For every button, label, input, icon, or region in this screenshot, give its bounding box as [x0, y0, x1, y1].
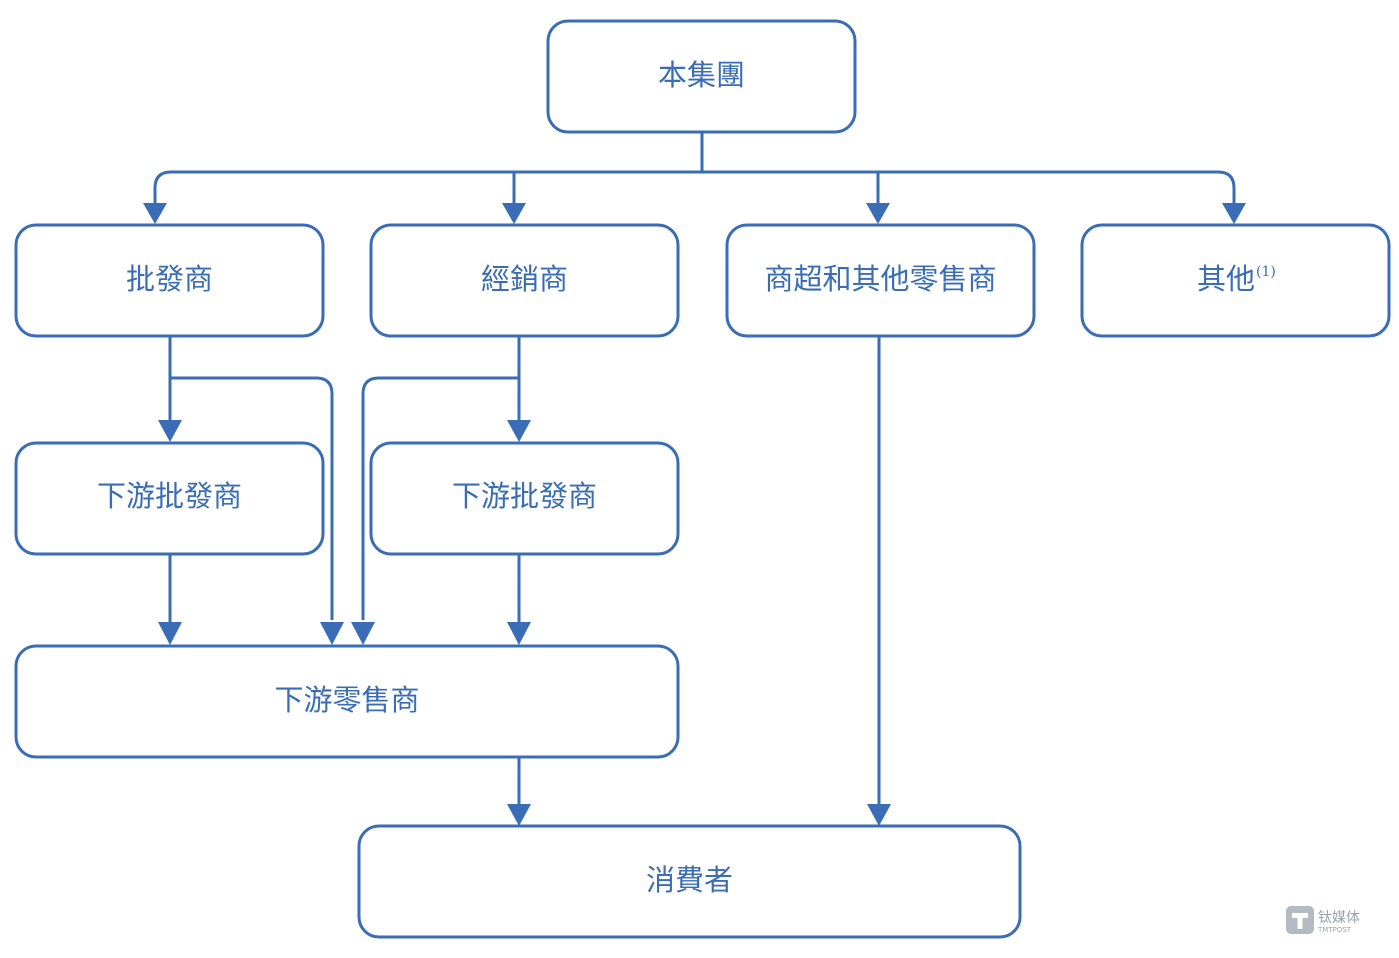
arrow-to-dw1	[158, 420, 182, 442]
node-downstream-wholesaler-2-label: 下游批發商	[452, 479, 597, 513]
arrow-to-dw2	[507, 420, 531, 442]
arrow-to-distributor	[502, 203, 526, 224]
edge-top-bus	[153, 170, 1236, 208]
node-downstream-wholesaler-2: 下游批發商	[369, 441, 680, 556]
arrow-to-wholesaler	[143, 203, 167, 224]
arrow-dw1-to-retailer	[158, 622, 182, 645]
arrow-retailer-to-consumer	[507, 804, 531, 826]
arrow-supermarket-to-consumer	[867, 804, 891, 826]
node-group-label: 本集團	[658, 58, 745, 92]
node-supermarket: 商超和其他零售商	[725, 223, 1036, 338]
arrowheads	[143, 203, 1246, 826]
node-wholesaler-label: 批發商	[126, 262, 213, 296]
arrow-distributor-bypass-to-retailer	[351, 622, 375, 645]
node-other-label: 其他	[1197, 262, 1255, 296]
arrow-dw2-to-retailer	[507, 622, 531, 645]
node-distributor: 經銷商	[369, 223, 680, 338]
node-consumer-label: 消費者	[646, 863, 733, 897]
node-downstream-retailer-label: 下游零售商	[274, 683, 419, 717]
watermark: 钛媒体 TMTPOST	[1286, 906, 1360, 934]
node-wholesaler: 批發商	[14, 223, 325, 338]
connectors	[153, 132, 1236, 806]
watermark-en: TMTPOST	[1317, 926, 1352, 934]
node-other: 其他 (1)	[1080, 223, 1391, 338]
edge-wholesaler-bypass	[170, 376, 334, 620]
watermark-cn: 钛媒体	[1318, 910, 1360, 926]
arrow-wholesaler-bypass-to-retailer	[320, 622, 344, 645]
arrow-to-other	[1222, 203, 1246, 224]
node-distributor-label: 經銷商	[481, 262, 568, 296]
edge-distributor-bypass	[361, 376, 519, 620]
node-downstream-wholesaler-1-label: 下游批發商	[97, 479, 242, 513]
node-other-footnote: (1)	[1256, 264, 1276, 280]
node-supermarket-label: 商超和其他零售商	[764, 262, 996, 296]
arrow-to-supermarket	[866, 203, 890, 224]
node-consumer: 消費者	[357, 824, 1022, 939]
node-downstream-wholesaler-1: 下游批發商	[14, 441, 325, 556]
node-group: 本集團	[546, 19, 857, 134]
node-downstream-retailer: 下游零售商	[14, 644, 680, 759]
